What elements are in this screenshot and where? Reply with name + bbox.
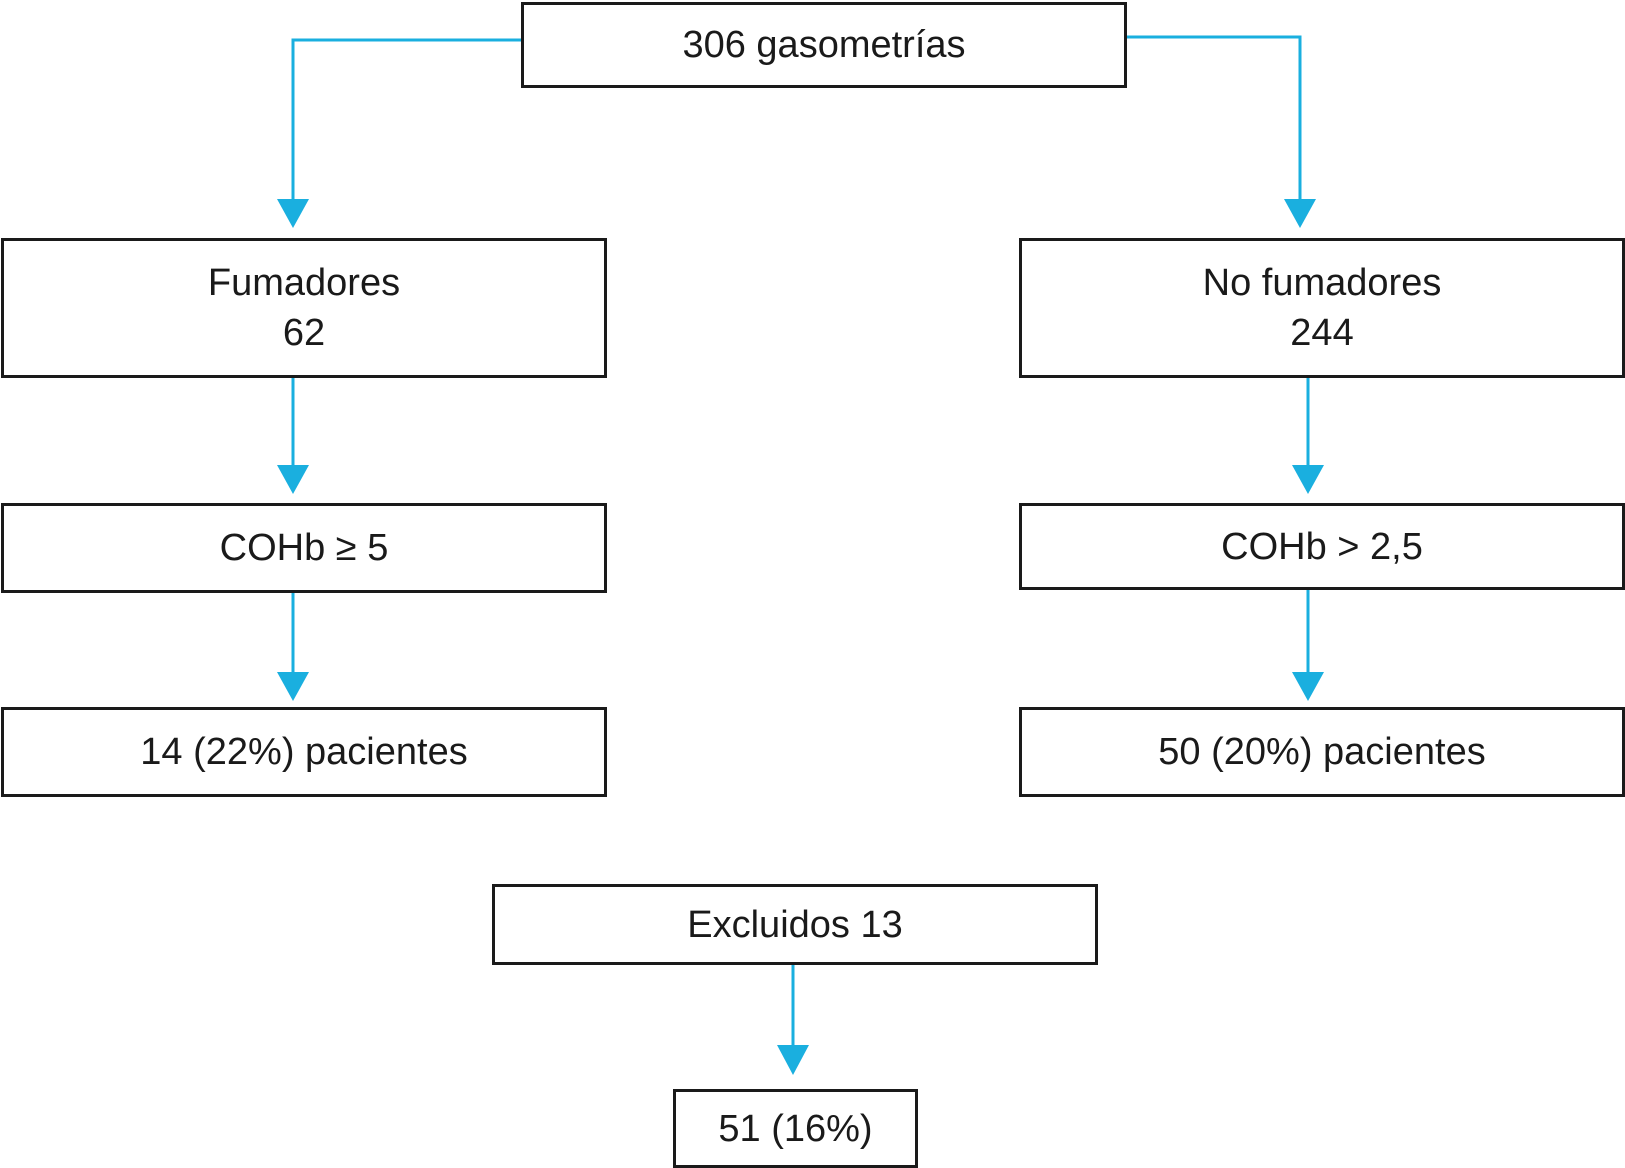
arrowhead-icon	[277, 672, 309, 701]
non-smokers-count: 244	[1290, 312, 1354, 354]
arrow-total-to-nonsmokers	[1127, 35, 1316, 228]
arrow-total-to-smokers	[277, 38, 521, 228]
smokers-label: Fumadores	[207, 262, 401, 304]
arrowhead-icon	[1292, 465, 1324, 494]
total-label: 306 gasometrías	[682, 24, 966, 66]
smokers-box: Fumadores 62	[1, 238, 607, 378]
final-count-box: 51 (16%)	[673, 1089, 918, 1168]
excluded-box: Excluidos 13	[492, 884, 1098, 965]
non-smokers-criterion-box: COHb > 2,5	[1019, 503, 1625, 590]
arrowhead-icon	[277, 199, 309, 228]
non-smokers-box: No fumadores 244	[1019, 238, 1625, 378]
arrow-nonsmokers-to-coh	[1292, 378, 1324, 494]
arrowhead-icon	[1292, 672, 1324, 701]
non-smokers-label: No fumadores	[1202, 262, 1442, 304]
arrow-coh-smokers-to-patients	[277, 593, 309, 701]
arrowhead-icon	[277, 465, 309, 494]
smokers-patients: 14 (22%) pacientes	[140, 731, 468, 773]
non-smokers-criterion: COHb > 2,5	[1221, 525, 1423, 568]
smokers-count: 62	[282, 312, 326, 354]
final-count: 51 (16%)	[718, 1107, 873, 1150]
smokers-criterion: COHb ≥ 5	[219, 527, 389, 569]
smokers-patients-box: 14 (22%) pacientes	[1, 707, 607, 797]
non-smokers-patients-box: 50 (20%) pacientes	[1019, 707, 1625, 797]
arrowhead-icon	[1284, 199, 1316, 228]
arrow-coh-nonsmokers-to-patients	[1292, 590, 1324, 701]
arrow-smokers-to-coh	[277, 378, 309, 494]
arrowhead-icon	[777, 1045, 809, 1075]
smokers-criterion-box: COHb ≥ 5	[1, 503, 607, 593]
non-smokers-patients: 50 (20%) pacientes	[1158, 731, 1486, 773]
total-box: 306 gasometrías	[521, 2, 1127, 88]
arrow-excluded-to-final	[777, 965, 809, 1075]
excluded-label: Excluidos 13	[687, 903, 903, 946]
